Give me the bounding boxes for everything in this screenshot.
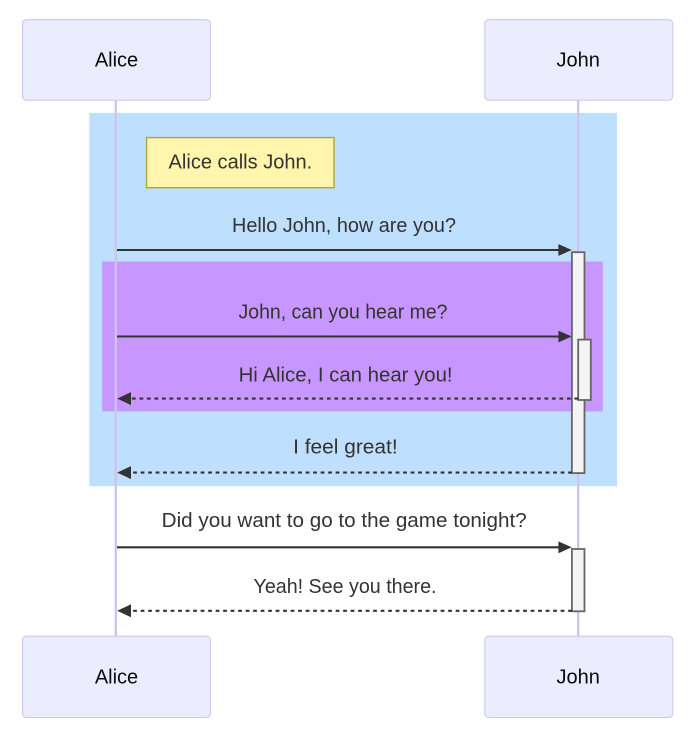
svg-text:John, can you hear me?: John, can you hear me?: [239, 302, 448, 324]
svg-text:John: John: [557, 50, 600, 72]
svg-text:Did you want to go to the game: Did you want to go to the game tonight?: [162, 510, 527, 532]
svg-text:Alice calls John.: Alice calls John.: [169, 152, 313, 174]
svg-text:Yeah! See you there.: Yeah! See you there.: [254, 576, 437, 598]
svg-text:Alice: Alice: [95, 50, 138, 72]
svg-text:John: John: [557, 667, 600, 689]
svg-text:I feel great!: I feel great!: [293, 436, 398, 458]
svg-text:Hello John, how are you?: Hello John, how are you?: [232, 215, 456, 237]
svg-text:Alice: Alice: [95, 667, 138, 689]
svg-text:Hi Alice, I can hear you!: Hi Alice, I can hear you!: [239, 365, 453, 387]
